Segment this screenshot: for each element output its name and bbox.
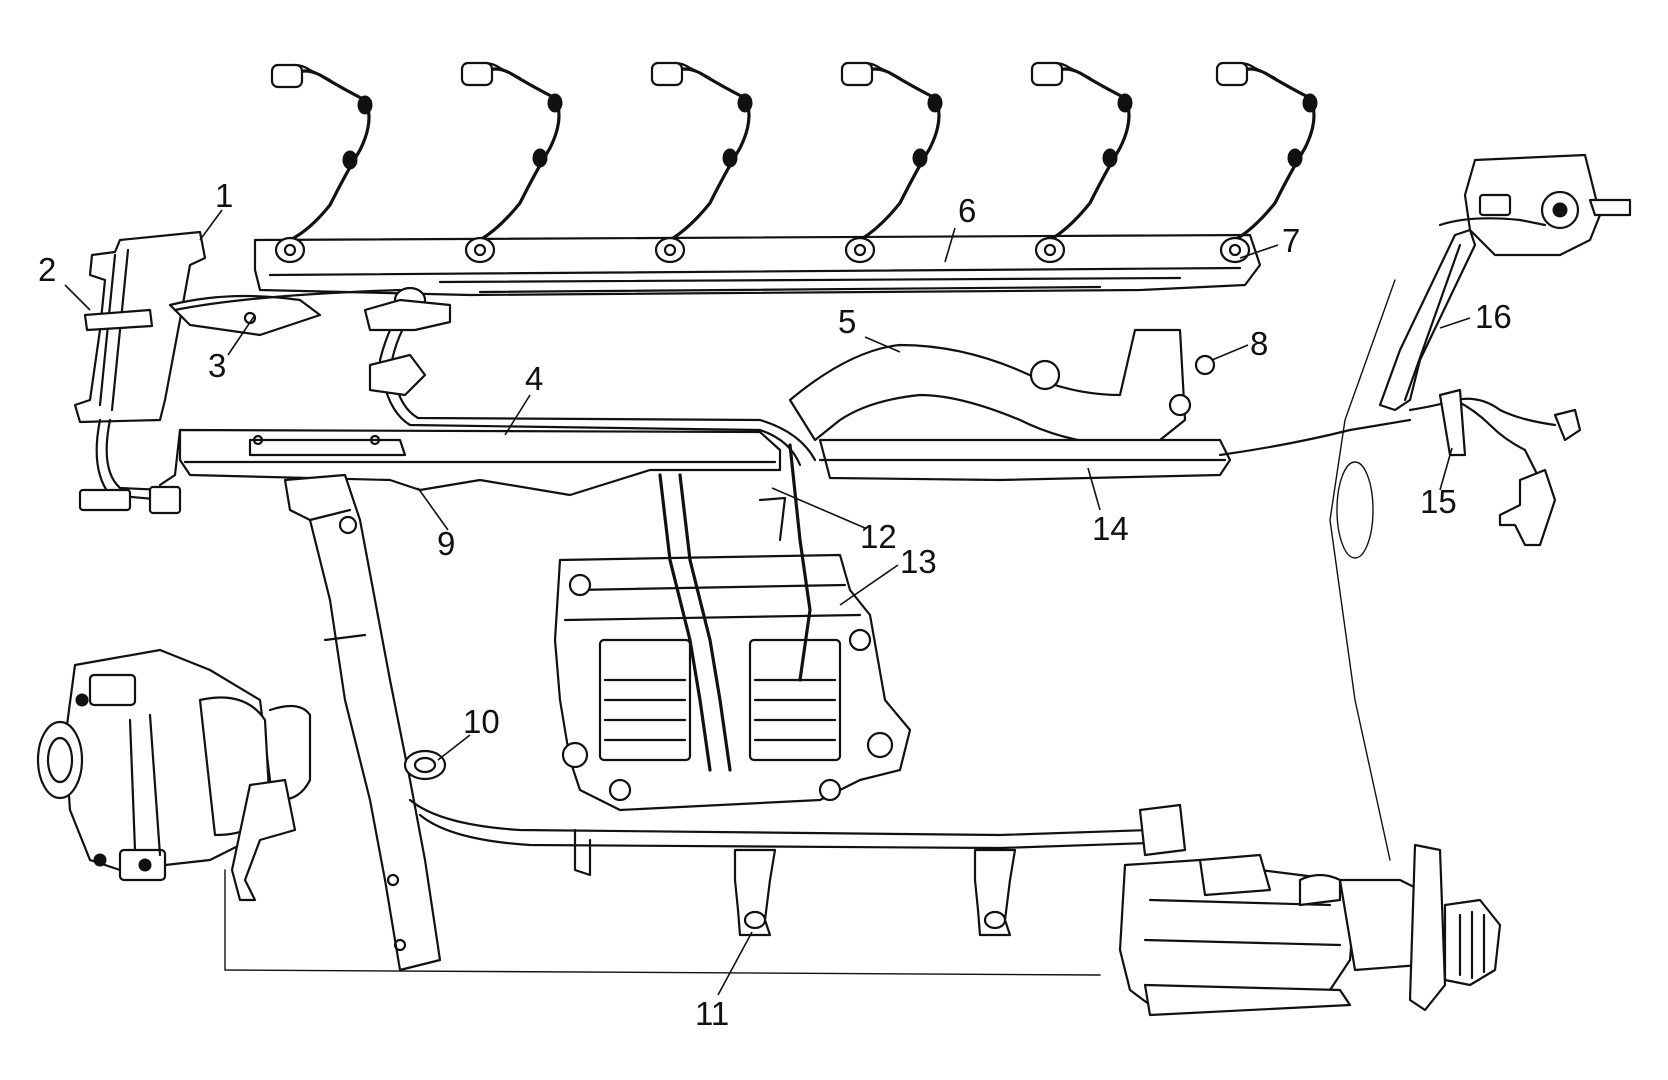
callout-labels: 1 2 3 4 5 6 7 8 9 10 11 12 13 14 15 16 — [38, 177, 1512, 1032]
left-bracket — [73, 230, 402, 424]
callout-8: 8 — [1250, 325, 1268, 362]
lower-rail-14 — [818, 418, 1412, 482]
injector-3 — [650, 61, 753, 264]
callout-5: 5 — [838, 303, 856, 340]
ecu-module-13 — [553, 443, 912, 812]
block-brackets-11 — [573, 828, 1017, 937]
injector-wires — [270, 61, 1318, 264]
callout-6: 6 — [958, 192, 976, 229]
injector-rail-bracket — [253, 233, 1262, 297]
injector-5 — [1030, 61, 1133, 264]
callout-4: 4 — [525, 360, 543, 397]
right-bracket-16 — [1378, 153, 1632, 412]
right-sensor-wires — [1408, 388, 1582, 547]
intake-pipe — [788, 328, 1216, 447]
vertical-strut — [283, 473, 442, 972]
harness-4 — [363, 286, 817, 467]
callout-3: 3 — [208, 347, 226, 384]
callout-15: 15 — [1420, 483, 1457, 520]
leader-lines — [64, 209, 1471, 996]
left-harness — [78, 418, 182, 515]
injector-1 — [270, 63, 373, 264]
main-rail-plate — [158, 428, 782, 497]
callout-11: 11 — [695, 995, 729, 1032]
injector-4 — [840, 61, 943, 264]
callout-13: 13 — [900, 543, 937, 580]
callout-7: 7 — [1282, 222, 1300, 259]
callout-9: 9 — [437, 525, 455, 562]
turbocharger — [36, 648, 312, 902]
grommet-10 — [403, 749, 447, 781]
injector-2 — [460, 61, 563, 264]
starter-motor — [1118, 843, 1502, 1017]
callout-2: 2 — [38, 251, 56, 288]
callout-14: 14 — [1092, 510, 1129, 547]
callout-1: 1 — [215, 177, 233, 214]
callout-10: 10 — [463, 703, 500, 740]
callout-16: 16 — [1475, 298, 1512, 335]
callout-12: 12 — [860, 518, 897, 555]
engine-block-outline — [224, 279, 1396, 976]
injector-6 — [1215, 61, 1318, 264]
lower-harness — [408, 798, 1187, 857]
